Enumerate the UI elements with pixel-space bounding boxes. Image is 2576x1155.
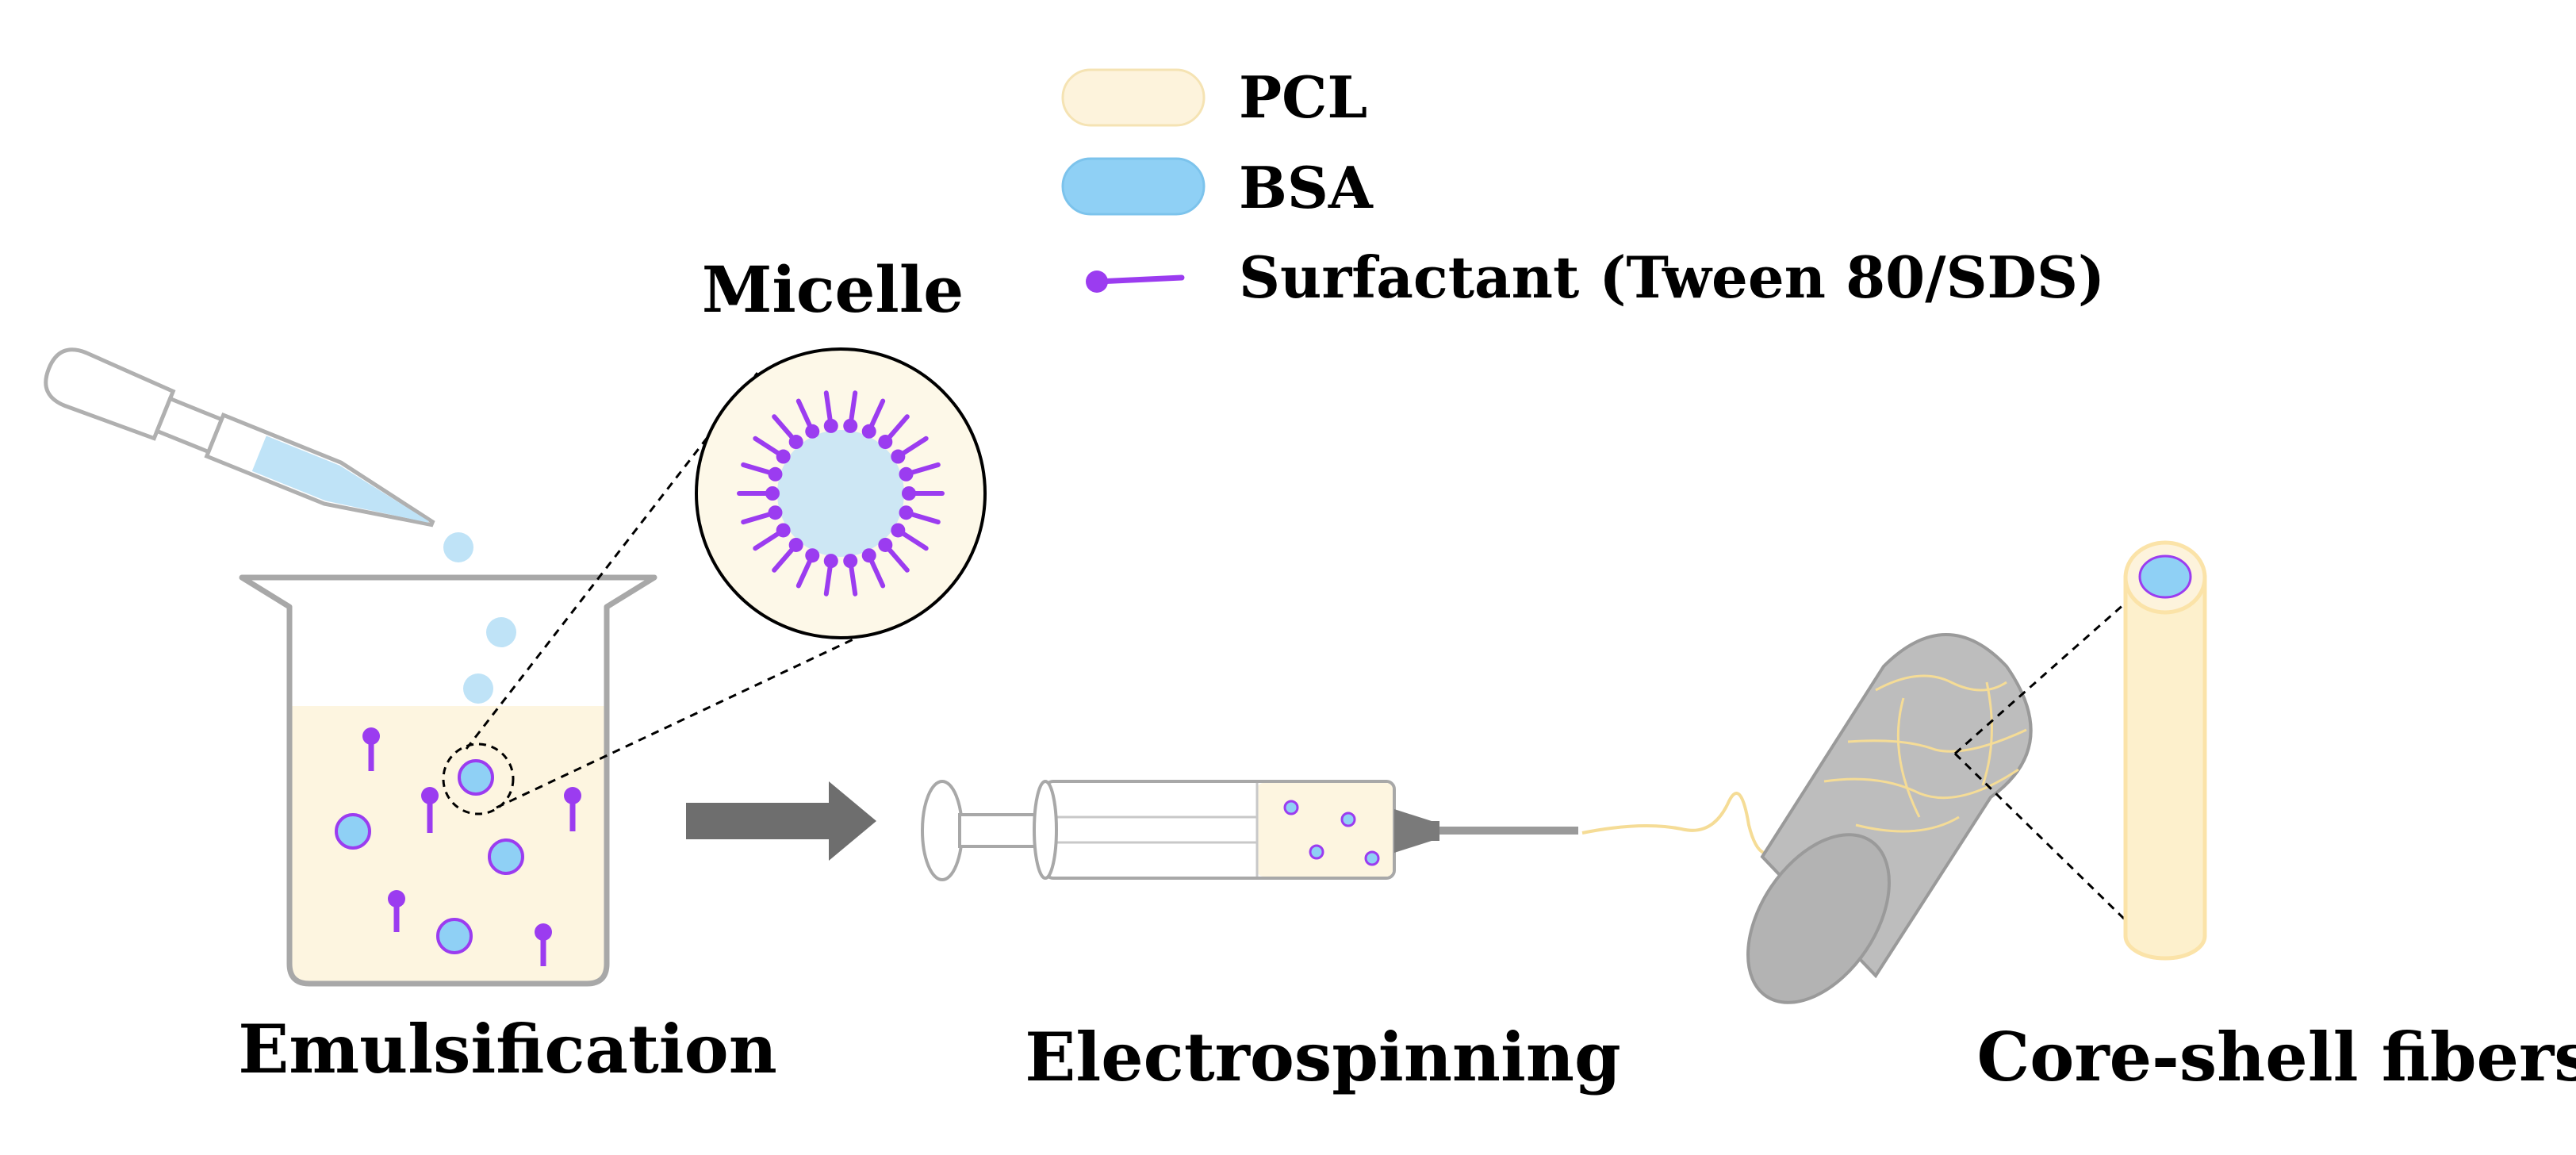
droplet [486,617,516,647]
emulsion-droplets [335,759,524,954]
legend-label-pcl: PCL [1239,63,1367,131]
surfactant-head [899,505,914,520]
micelle-surfactant-shell [737,390,945,597]
surfactant-molecules [362,727,581,966]
label-core-shell-fibers: Core-shell fibers [1976,1018,2576,1096]
syringe-plunger-head [921,780,964,881]
legend-label-surfactant: Surfactant (Tween 80/SDS) [1239,244,2105,311]
syringe-tip [1394,809,1439,853]
surfactant-head [788,435,803,450]
label-electrospinning: Electrospinning [1025,1018,1620,1096]
collected-fibers [1823,674,2027,833]
label-emulsification: Emulsification [238,1010,777,1088]
surfactant-molecule [388,890,405,932]
zoom-lines-micelle [465,372,857,809]
micelle-droplet [458,759,494,796]
syringe-droplet [1364,850,1380,866]
zoom-highlight-circle [442,742,515,815]
surfactant-molecule [362,727,380,771]
micelle-inset [695,347,987,639]
core-shell-fiber-icon [2123,540,2207,961]
surfactant-head [776,523,791,538]
syringe-icon [921,780,1578,881]
surfactant-head [878,435,893,450]
label-micelle: Micelle [702,252,964,327]
legend-item-surfactant: Surfactant (Tween 80/SDS) [1086,244,2105,311]
collector-drum-end [1746,833,1891,1004]
collector-drum-icon [1746,633,2033,1004]
micelle-droplet [335,813,371,850]
surfactant-head [788,537,803,552]
surfactant-head [805,548,820,563]
surfactant-head [899,466,914,482]
surfactant-head [843,554,858,569]
surfactant-head [843,418,858,433]
surfactant-head [891,449,906,464]
surfactant-head [861,424,876,439]
legend: PCL BSA Surfactant (Tween 80/SDS) [1061,63,2105,311]
surfactant-head [768,466,783,482]
surfactant-head [878,537,893,552]
syringe-droplet [1309,844,1324,860]
micelle-droplet [488,838,524,875]
micelle-droplet [436,918,473,954]
syringe-droplet [1340,812,1356,827]
surfactant-molecule [564,787,581,831]
droplet [443,532,473,562]
surfactant-molecule [421,787,439,833]
process-arrow-icon [686,781,876,861]
syringe-needle [1439,827,1578,835]
droplet [463,673,493,704]
surfactant-head [891,523,906,538]
surfactant-head [776,449,791,464]
bsa-droplets [443,532,516,704]
micelle-core [777,430,904,557]
pcl-swatch [1061,68,1206,127]
surfactant-head [765,486,780,501]
surfactant-head [861,548,876,563]
zoom-lines-fiber [1953,601,2127,922]
fiber-core [2138,554,2192,599]
surfactant-head [902,486,916,501]
surfactant-head [805,424,820,439]
surfactant-head [768,505,783,520]
bsa-swatch [1061,157,1206,216]
pipette-icon [44,347,435,528]
surfactant-icon [1086,271,1185,293]
legend-label-bsa: BSA [1239,154,1374,221]
syringe-droplet [1283,800,1299,815]
surfactant-molecule [535,923,552,966]
legend-item-pcl: PCL [1061,63,1367,131]
legend-item-bsa: BSA [1061,154,1374,221]
surfactant-head [823,418,838,433]
surfactant-head [823,554,838,569]
